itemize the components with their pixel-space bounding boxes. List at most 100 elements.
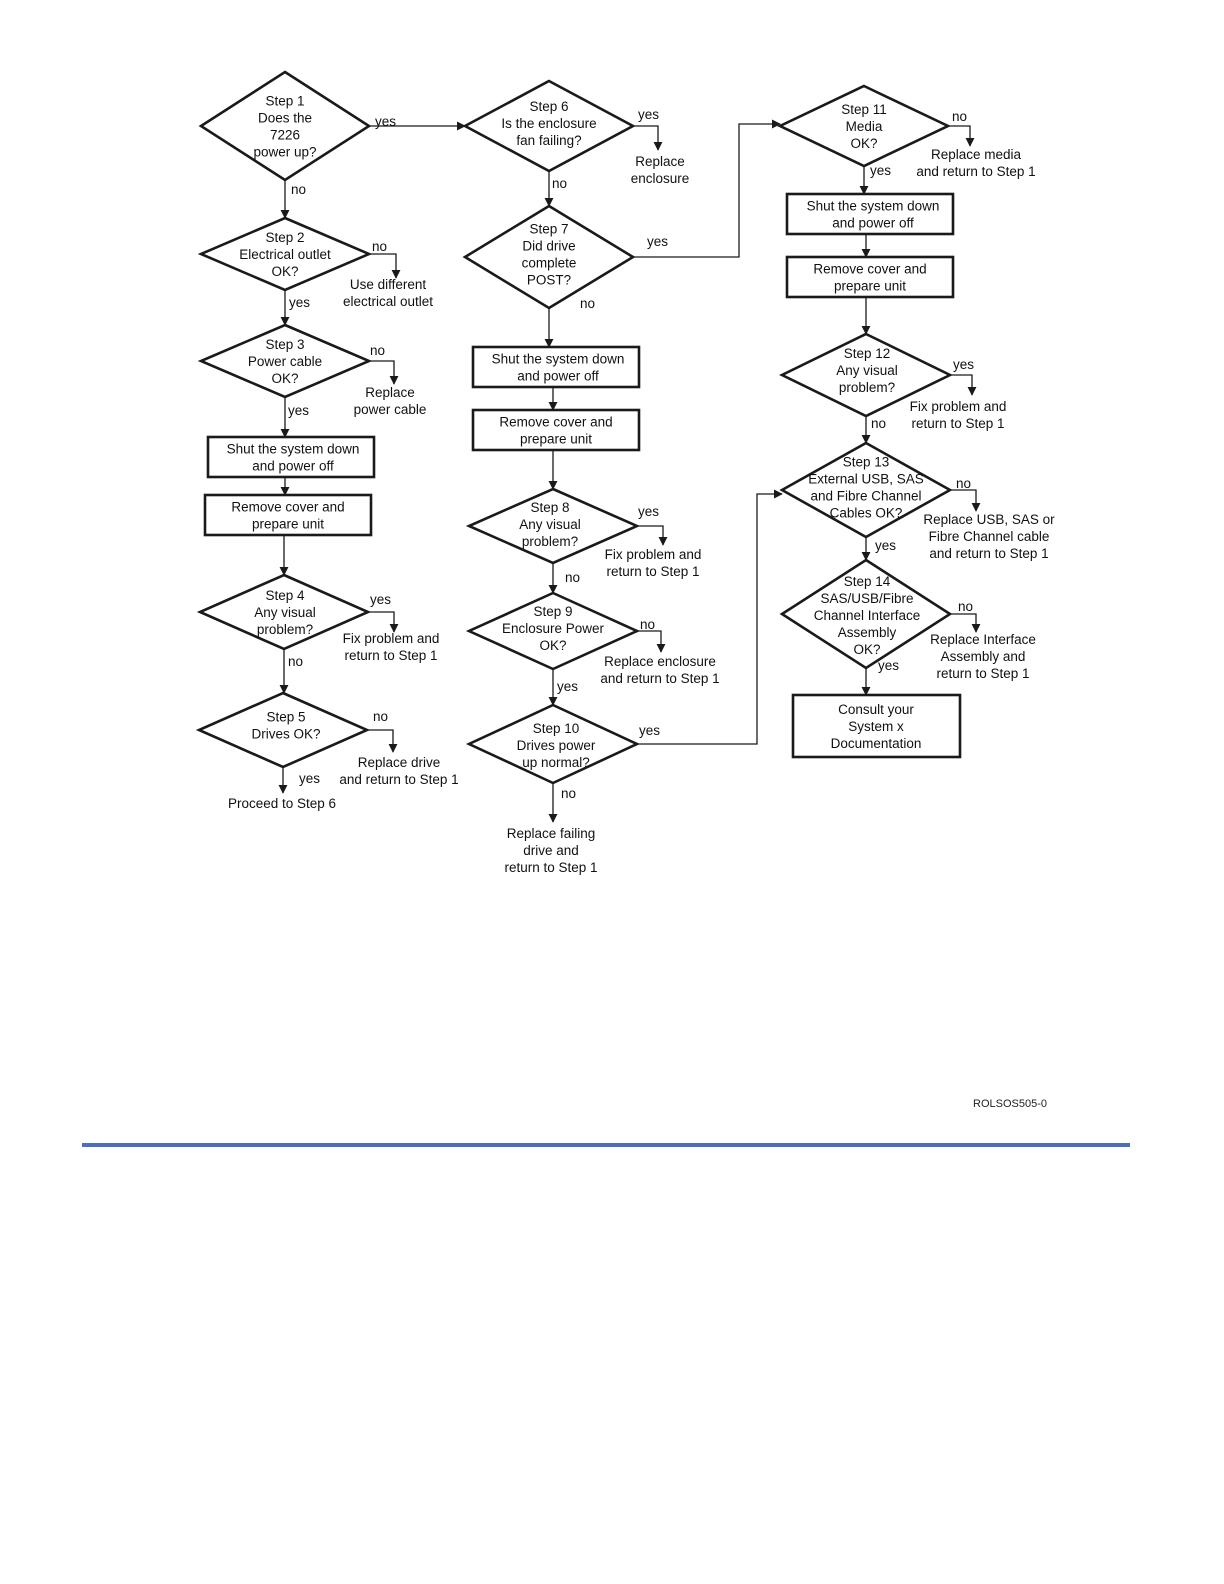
node-text-line: Step 12 (844, 346, 891, 361)
node-text-line: prepare unit (520, 432, 592, 447)
node-text-line: OK? (271, 371, 298, 386)
node-text-line: OK? (271, 264, 298, 279)
node-text-line: Power cable (248, 354, 322, 369)
branch-label-l9n: no (640, 617, 655, 632)
node-text-step6: Step 6 Is the enclosure fan failing? (501, 99, 596, 148)
remove-cover-box-column2 (471, 408, 641, 452)
branch-label-l5n: no (373, 709, 388, 724)
outcome-text-line: Fix problem and (910, 399, 1007, 414)
branch-label-l7n: no (580, 296, 595, 311)
node-text-shutdown-b: Shut the system down and power off (492, 352, 625, 384)
arrow-step9-no (637, 630, 666, 653)
branch-label-l4y: yes (370, 592, 391, 607)
node-text-line: Step 10 (533, 721, 580, 736)
node-text-line: Step 1 (265, 94, 304, 109)
node-text-line: Shut the system down (492, 352, 625, 367)
node-text-line: Electrical outlet (239, 247, 331, 262)
node-text-line: Cables OK? (830, 506, 903, 521)
node-text-line: Step 8 (530, 500, 569, 515)
consult-documentation-box (791, 693, 962, 759)
node-text-line: Step 13 (843, 455, 890, 470)
figure-identifier: ROLSOS505-0 (973, 1098, 1047, 1110)
node-text-line: fan failing? (516, 133, 581, 148)
node-text-line: Documentation (831, 736, 922, 751)
outcome-text-line: return to Step 1 (606, 564, 699, 579)
arrow-step13-no (950, 489, 981, 512)
arrow-step8-yes (637, 525, 668, 546)
arrow-step10-yes-to-step13 (637, 489, 783, 745)
branch-label-l10y: yes (639, 723, 660, 738)
node-text-line: Assembly (838, 625, 897, 640)
node-text-line: and Fibre Channel (810, 489, 921, 504)
arrow-step14-no (950, 613, 981, 633)
node-text-line: complete (522, 256, 577, 271)
branch-label-l11y: yes (870, 163, 891, 178)
outcome-text-line: Proceed to Step 6 (228, 796, 336, 811)
node-text-line: Any visual (254, 605, 316, 620)
outcome-text-line: Replace (635, 154, 685, 169)
branch-label-l7y: yes (647, 234, 668, 249)
outcome-text-line: Replace enclosure (604, 654, 716, 669)
branch-label-l8n: no (565, 570, 580, 585)
node-text-line: Step 3 (265, 337, 304, 352)
outcome-text-o5b: Proceed to Step 6 (228, 796, 336, 811)
step1-decision-diamond (198, 70, 372, 182)
branch-label-l14y: yes (878, 658, 899, 673)
node-text-line: SAS/USB/Fibre (820, 591, 913, 606)
node-text-line: Step 6 (529, 99, 568, 114)
branch-label-l6n: no (552, 176, 567, 191)
node-text-line: Drives power (517, 738, 596, 753)
branch-label-layer: yes no no yes no yes yes no no yes yes no yes no yes no… (288, 107, 974, 801)
outcome-text-line: and return to Step 1 (916, 164, 1035, 179)
outcome-text-line: return to Step 1 (504, 860, 597, 875)
branch-label-l5y: yes (299, 771, 320, 786)
arrow-step4-yes (368, 611, 399, 633)
node-text-line: Step 2 (265, 230, 304, 245)
node-text-step12: Step 12 Any visual problem? (836, 346, 898, 395)
outcome-text-line: return to Step 1 (936, 666, 1029, 681)
shutdown-box-column2 (471, 345, 641, 389)
branch-label-l1n: no (291, 182, 306, 197)
outcome-text-line: electrical outlet (343, 294, 433, 309)
node-text-line: and power off (517, 369, 599, 384)
node-text-line: 7226 (270, 128, 300, 143)
node-text-line: problem? (839, 380, 895, 395)
node-text-line: Step 9 (533, 604, 572, 619)
outcome-text-line: Replace USB, SAS or (923, 512, 1055, 527)
node-text-line: Is the enclosure (501, 116, 596, 131)
node-text-line: Media (846, 119, 883, 134)
node-text-line: Enclosure Power (502, 621, 605, 636)
outcome-text-line: Replace drive (358, 755, 441, 770)
branch-label-l2n: no (372, 239, 387, 254)
node-text-line: Step 4 (265, 588, 305, 603)
outcome-text-line: power cable (354, 402, 427, 417)
node-text-line: and power off (252, 459, 334, 474)
node-text-line: Any visual (836, 363, 898, 378)
outcome-text-line: Replace Interface (930, 632, 1036, 647)
branch-label-l4n: no (288, 654, 303, 669)
node-text-line: problem? (522, 534, 578, 549)
node-text-line: Shut the system down (807, 199, 940, 214)
footer-divider-rule (82, 1143, 1130, 1147)
node-text-line: prepare unit (834, 279, 906, 294)
branch-label-l12y: yes (953, 357, 974, 372)
branch-label-l6y: yes (638, 107, 659, 122)
